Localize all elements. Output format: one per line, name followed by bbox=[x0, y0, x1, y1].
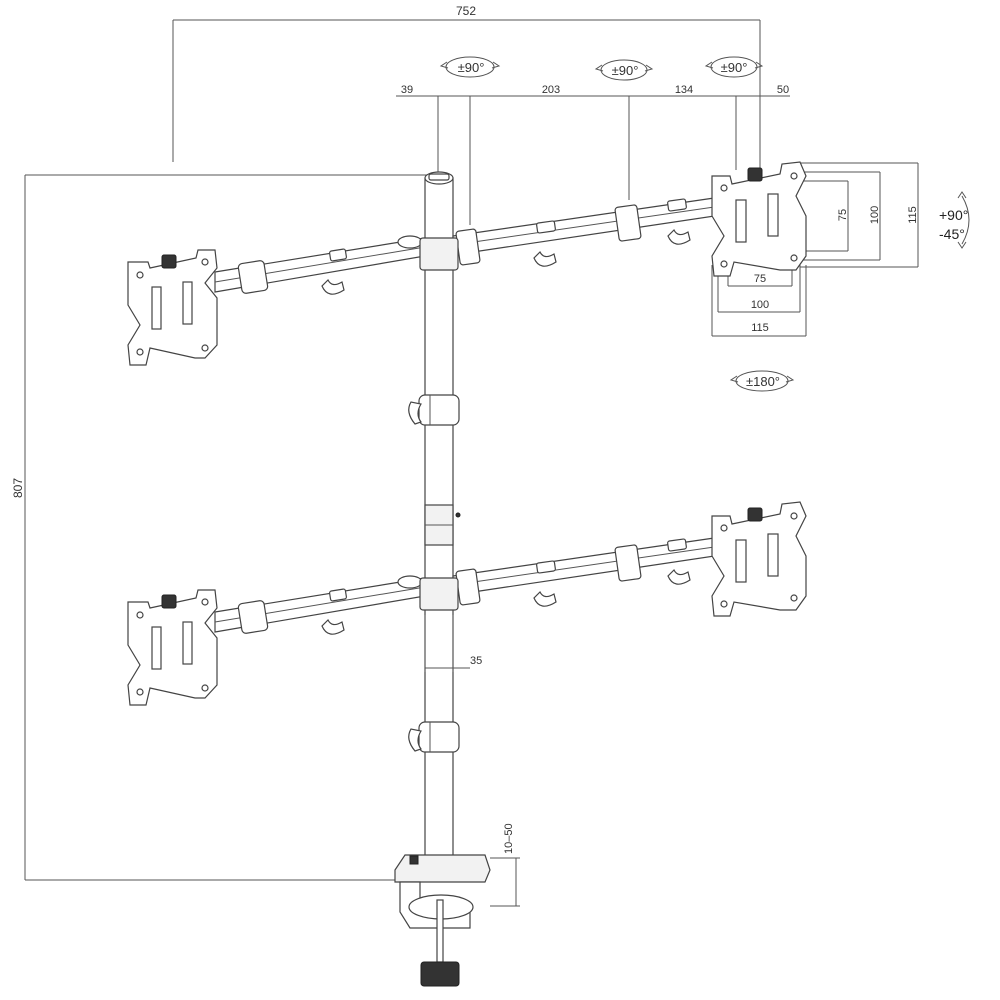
rotation-badge-swivel: ±180° bbox=[729, 370, 795, 392]
cable-clip-lower bbox=[408, 721, 460, 753]
dim-807-label: 807 bbox=[11, 478, 25, 498]
vesa-w-115-label: 115 bbox=[751, 322, 769, 334]
vesa-plate-upper-right bbox=[711, 161, 807, 277]
vesa-plate-upper-left bbox=[127, 249, 218, 366]
upper-arm-assembly bbox=[214, 195, 729, 295]
rotation-label-3: ±90° bbox=[721, 60, 748, 75]
dim-134-label: 134 bbox=[675, 84, 693, 96]
dim-39-label: 39 bbox=[401, 84, 413, 96]
rotation-badge-3: ±90° bbox=[704, 56, 764, 78]
dimension-pole-diameter: 35 bbox=[424, 615, 482, 672]
dimension-arm-segments: 39 203 134 50 bbox=[396, 84, 790, 225]
dimension-total-width: 752 bbox=[172, 4, 761, 170]
dimension-total-height: 807 bbox=[11, 174, 430, 881]
vesa-h-75-label: 75 bbox=[837, 209, 849, 221]
pole bbox=[424, 171, 461, 865]
dim-clamp-range-label: 10–50 bbox=[503, 823, 515, 854]
tilt-indicator: +90° -45° bbox=[939, 191, 970, 249]
vesa-vertical-dimensions: 75 100 115 bbox=[800, 162, 919, 268]
rotation-label-1: ±90° bbox=[458, 60, 485, 75]
dim-203-label: 203 bbox=[542, 84, 560, 96]
cable-clip-upper bbox=[408, 394, 460, 426]
vesa-plate-lower-right bbox=[711, 501, 807, 617]
lower-arm-assembly bbox=[214, 535, 729, 635]
rotation-badge-2: ±90° bbox=[594, 59, 654, 81]
vesa-plate-lower-left bbox=[127, 589, 218, 706]
dim-35-label: 35 bbox=[470, 655, 482, 667]
dim-50-label: 50 bbox=[777, 84, 789, 96]
vesa-w-75-label: 75 bbox=[754, 273, 766, 285]
dim-752-label: 752 bbox=[456, 4, 476, 18]
desk-clamp: 10–50 bbox=[394, 823, 520, 987]
tilt-up-label: +90° bbox=[939, 207, 968, 223]
vesa-h-115-label: 115 bbox=[907, 206, 919, 224]
vesa-h-100-label: 100 bbox=[869, 206, 881, 224]
rotation-label-swivel: ±180° bbox=[746, 374, 780, 389]
rotation-badge-1: ±90° bbox=[439, 56, 501, 78]
tilt-down-label: -45° bbox=[939, 226, 965, 242]
rotation-label-2: ±90° bbox=[612, 63, 639, 78]
vesa-w-100-label: 100 bbox=[751, 299, 769, 311]
